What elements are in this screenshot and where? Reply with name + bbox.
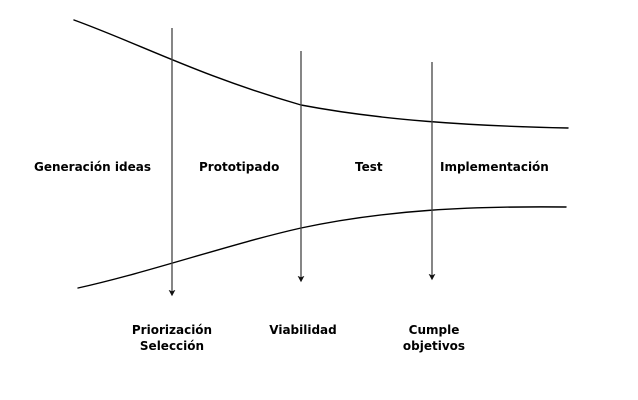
outcome-label-line: Selección <box>139 339 205 353</box>
funnel-top-boundary-curve <box>73 19 569 129</box>
stage-label-implementacion: Implementación <box>440 160 549 174</box>
outcome-label-line: Cumple <box>408 323 460 337</box>
stage-label-test: Test <box>355 160 383 174</box>
outcome-label-line: objetivos <box>402 339 466 353</box>
gate-arrow-group <box>168 28 436 297</box>
outcome-label-line: Viabilidad <box>269 323 337 337</box>
stage-label-generacion-ideas: Generación ideas <box>34 160 151 174</box>
outcome-label-line: Priorización <box>131 323 213 337</box>
outcome-label-viabilidad: Viabilidad <box>223 322 383 338</box>
outcome-label-cumple-objetivos: Cumple objetivos <box>354 322 514 354</box>
stage-label-prototipado: Prototipado <box>199 160 280 174</box>
funnel-bottom-boundary-curve <box>77 206 567 289</box>
